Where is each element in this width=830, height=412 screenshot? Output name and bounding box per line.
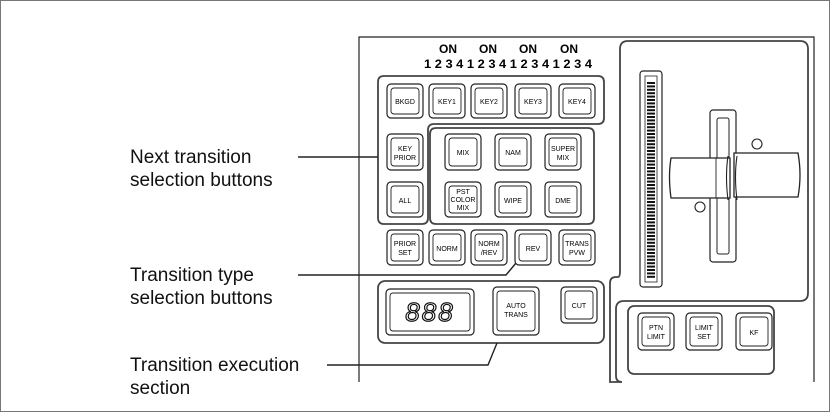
pst-color-mix-button[interactable]: PST COLOR MIX — [444, 181, 482, 218]
wipe-button[interactable]: WIPE — [494, 181, 532, 218]
transition-type-callout: Transition type selection buttons — [130, 264, 273, 310]
key1-button[interactable]: KEY1 — [428, 83, 466, 119]
mix-button[interactable]: MIX — [444, 133, 482, 171]
transition-execution-callout-line1: Transition execution — [130, 355, 300, 376]
norm-rev-label-line1: NORM — [478, 241, 500, 248]
cut-button-label: CUT — [572, 303, 587, 310]
mix-button-label: MIX — [457, 150, 470, 157]
auto-trans-label-line1: AUTO — [506, 303, 526, 310]
limit-set-label-line2: SET — [697, 334, 711, 341]
transition-execution-group-outline — [377, 280, 605, 344]
transition-time-value: 888 — [405, 297, 454, 327]
norm-button[interactable]: NORM — [428, 229, 466, 266]
key3-button-label: KEY3 — [524, 99, 542, 106]
bkgd-button[interactable]: BKGD — [386, 83, 424, 119]
dme-button-label: DME — [555, 198, 571, 205]
transition-time-display: 888 — [385, 288, 475, 336]
kf-button-label: KF — [750, 330, 759, 337]
key-prior-label-line2: PRIOR — [394, 155, 416, 162]
transition-type-leader — [298, 262, 517, 276]
key4-button[interactable]: KEY4 — [558, 83, 596, 119]
ptn-limit-label-line1: PTN — [649, 325, 663, 332]
fader-led-segments — [647, 82, 655, 278]
auto-trans-label-line2: TRANS — [504, 312, 528, 319]
transition-type-callout-line1: Transition type — [130, 265, 254, 286]
transition-type-group-outline — [429, 127, 595, 225]
key1-button-label: KEY1 — [438, 99, 456, 106]
norm-button-label: NORM — [436, 246, 458, 253]
prior-set-button[interactable]: PRIOR SET — [386, 229, 424, 266]
key2-button[interactable]: KEY2 — [470, 83, 508, 119]
super-mix-label-line1: SUPER — [551, 146, 575, 153]
limit-set-label-line1: LIMIT — [695, 325, 714, 332]
pst-color-mix-label-line1: PST — [456, 189, 470, 196]
rev-button-label: REV — [526, 246, 541, 253]
ptn-limit-label-line2: LIMIT — [647, 334, 666, 341]
norm-rev-label-line2: /REV — [481, 250, 498, 257]
super-mix-button[interactable]: SUPER MIX — [544, 133, 582, 171]
auto-trans-button[interactable]: AUTO TRANS — [492, 286, 540, 336]
cut-button[interactable]: CUT — [560, 286, 598, 324]
next-transition-callout: Next transition selection buttons — [130, 146, 273, 192]
dme-button[interactable]: DME — [544, 181, 582, 218]
all-button[interactable]: ALL — [386, 181, 424, 218]
on-label-2: ON — [479, 42, 497, 56]
trans-pvw-button[interactable]: TRANS PVW — [558, 229, 596, 266]
key-prior-label-line1: KEY — [398, 146, 412, 153]
on-label-4: ON — [560, 42, 578, 56]
rev-button[interactable]: REV — [514, 229, 552, 266]
next-transition-callout-line2: selection buttons — [130, 170, 273, 191]
key3-button[interactable]: KEY3 — [514, 83, 552, 119]
fader-lever[interactable] — [639, 70, 801, 288]
wipe-button-label: WIPE — [504, 198, 522, 205]
ptn-limit-button[interactable]: PTN LIMIT — [637, 312, 675, 351]
prior-set-label-line2: SET — [398, 250, 412, 257]
nam-button[interactable]: NAM — [494, 133, 532, 171]
key-prior-button[interactable]: KEY PRIOR — [386, 133, 424, 171]
trans-pvw-label-line2: PVW — [569, 250, 585, 257]
limit-group-outline — [627, 305, 775, 375]
trans-pvw-label-line1: TRANS — [565, 241, 589, 248]
key-numbers: 1 2 3 4 1 2 3 4 1 2 3 4 1 2 3 4 — [424, 59, 593, 71]
key2-button-label: KEY2 — [480, 99, 498, 106]
next-transition-callout-line1: Next transition — [130, 147, 252, 168]
next-transition-group-outline — [377, 75, 605, 225]
prior-set-label-line1: PRIOR — [394, 241, 416, 248]
panel-outline — [358, 36, 815, 382]
pst-color-mix-label-line2: COLOR — [451, 197, 476, 204]
transition-execution-callout-line2: section — [130, 378, 191, 399]
on-label-1: ON — [439, 42, 457, 56]
on-label-3: ON — [519, 42, 537, 56]
limit-set-button[interactable]: LIMIT SET — [685, 312, 723, 351]
super-mix-label-line2: MIX — [557, 155, 570, 162]
bkgd-button-label: BKGD — [395, 99, 415, 106]
all-button-label: ALL — [399, 198, 412, 205]
key4-button-label: KEY4 — [568, 99, 586, 106]
pst-color-mix-label-line3: MIX — [457, 205, 470, 212]
kf-button[interactable]: KF — [735, 312, 773, 351]
fader-group-outline — [609, 40, 809, 383]
transition-type-callout-line2: selection buttons — [130, 288, 273, 309]
nam-button-label: NAM — [505, 150, 521, 157]
fader-handle[interactable] — [668, 152, 801, 201]
norm-rev-button[interactable]: NORM /REV — [470, 229, 508, 266]
transition-execution-leader — [327, 342, 498, 366]
transition-execution-callout: Transition execution section — [130, 354, 299, 400]
fader-position-indicator — [639, 70, 663, 288]
